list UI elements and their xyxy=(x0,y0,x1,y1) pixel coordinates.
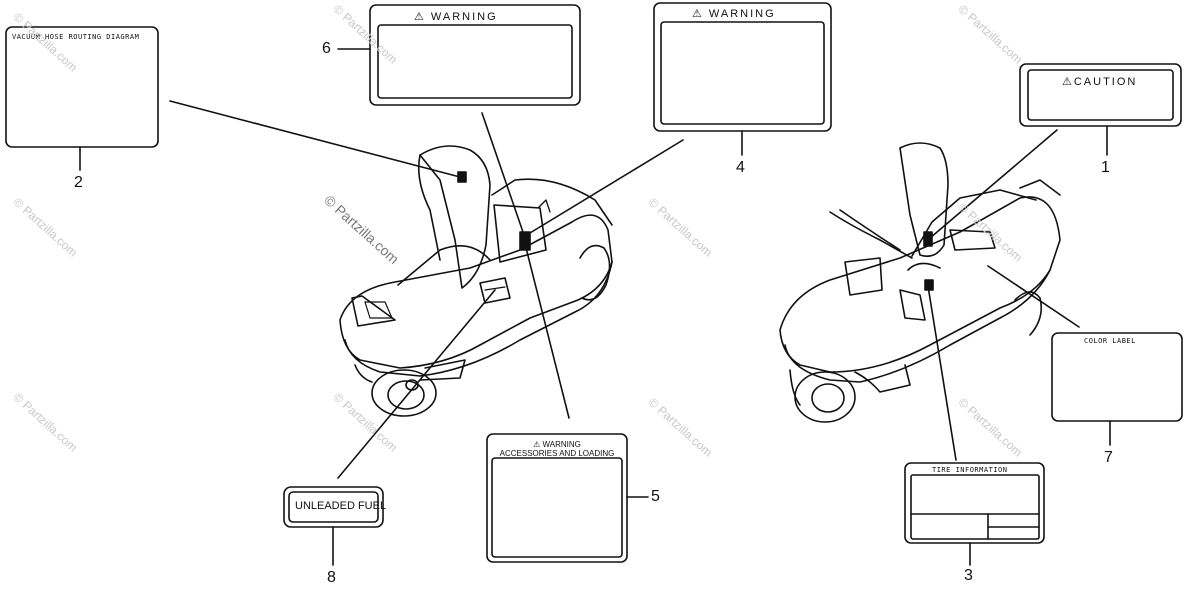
scooter-left xyxy=(339,145,613,417)
caution-label xyxy=(1019,63,1182,127)
callout-2: 2 xyxy=(74,174,83,191)
callout-5: 5 xyxy=(651,488,660,505)
callout-3: 3 xyxy=(964,567,973,584)
callout-1: 1 xyxy=(1101,159,1110,176)
unleaded-fuel-text: UNLEADED FUEL xyxy=(295,500,387,512)
warning-label-6-text: ⚠ WARNING xyxy=(414,11,498,23)
accessories-label-line2: ACCESSORIES AND LOADING xyxy=(499,449,615,458)
tire-information-text: TIRE INFORMATION xyxy=(932,466,1008,474)
vacuum-hose-label-text: VACUUM HOSE ROUTING DIAGRAM xyxy=(12,33,140,41)
callout-8: 8 xyxy=(327,569,336,586)
accessories-label-line1: ⚠ WARNING xyxy=(533,440,581,449)
warning-label-6 xyxy=(369,4,581,106)
vacuum-hose-label xyxy=(5,26,159,148)
color-label xyxy=(1051,332,1183,422)
caution-label-text: ⚠CAUTION xyxy=(1062,76,1138,88)
tire-information-label xyxy=(904,462,1045,544)
callout-4: 4 xyxy=(736,159,745,176)
color-label-text: COLOR LABEL xyxy=(1084,337,1136,345)
scooter-right xyxy=(779,142,1061,423)
accessories-loading-label xyxy=(486,433,628,563)
warning-label-4-text: ⚠ WARNING xyxy=(692,8,776,20)
callout-6: 6 xyxy=(322,40,331,57)
callout-7: 7 xyxy=(1104,449,1113,466)
